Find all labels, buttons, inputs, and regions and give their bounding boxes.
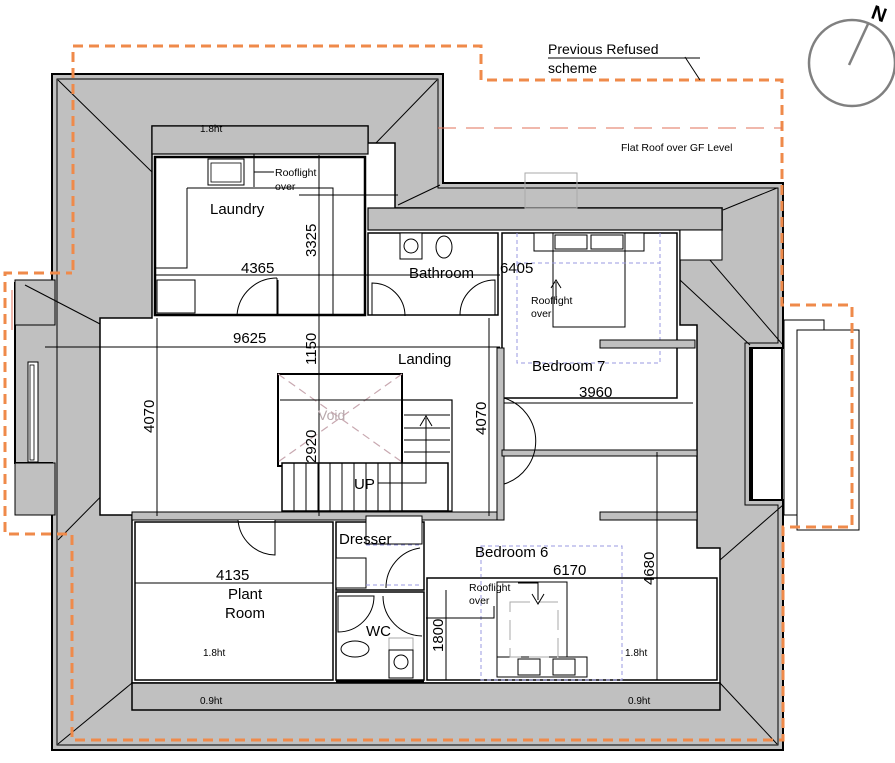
room-label-bedroom-6: Bedroom 6 xyxy=(475,544,548,561)
rooflight-bed7-2: over xyxy=(531,308,552,320)
room-label-dresser: Dresser xyxy=(339,531,392,548)
room-label-plant: Plant xyxy=(228,586,263,603)
height-note-eaves-left: 0.9ht xyxy=(200,696,222,707)
compass-north-label: N xyxy=(868,2,889,28)
dim-landing-width: 9625 xyxy=(233,330,266,347)
room-label-wc: WC xyxy=(366,623,391,640)
dim-laundry-width: 4365 xyxy=(241,260,274,277)
legend-previous-refused: Previous Refused xyxy=(548,41,659,57)
room-label-bedroom-7: Bedroom 7 xyxy=(532,358,605,375)
dim-bedroom6-width: 6170 xyxy=(553,562,586,579)
rooflight-bed6-2: over xyxy=(469,595,490,607)
height-note-bed6: 1.8ht xyxy=(625,648,647,659)
height-note-laundry: 1.8ht xyxy=(200,124,222,135)
dim-bedroom6-alcove: 1800 xyxy=(430,619,447,652)
dim-landing-right: 4070 xyxy=(473,402,490,435)
dim-landing-gap: 1150 xyxy=(303,333,320,365)
landing xyxy=(131,347,698,556)
room-label-bathroom: Bathroom xyxy=(409,265,474,282)
room-label-landing: Landing xyxy=(398,351,451,368)
bedroom-7 xyxy=(501,172,696,399)
room-label-room: Room xyxy=(225,605,265,622)
height-note-plant: 1.8ht xyxy=(203,648,225,659)
dim-laundry-height: 3325 xyxy=(303,224,320,257)
dimension-lines xyxy=(45,155,717,680)
rooflight-bed7-1: Rooflight xyxy=(531,295,573,307)
bathroom xyxy=(367,232,499,317)
rooflight-laundry-1: Rooflight xyxy=(275,167,317,179)
lower-rooms xyxy=(134,515,425,684)
stairs-up-label: UP xyxy=(354,476,375,493)
flat-roof-label: Flat Roof over GF Level xyxy=(621,142,732,154)
dim-void-height: 2920 xyxy=(303,430,320,463)
void-label: Void xyxy=(318,407,345,423)
previous-refused-outline xyxy=(3,44,854,742)
laundry-room xyxy=(153,154,398,317)
room-label-laundry: Laundry xyxy=(210,201,265,218)
rooflight-bed6-1: Rooflight xyxy=(469,582,511,594)
height-note-eaves-right: 0.9ht xyxy=(628,696,650,707)
dim-landing-left: 4070 xyxy=(141,400,158,433)
bedroom-6 xyxy=(426,545,718,681)
dim-bedroom7-width: 3960 xyxy=(579,384,612,401)
north-arrow-icon xyxy=(807,18,895,108)
dim-plant-width: 4135 xyxy=(216,567,249,584)
rooflight-laundry-2: over xyxy=(275,181,296,193)
interior-floor xyxy=(99,125,723,711)
dim-bedroom6-height: 4680 xyxy=(641,552,658,585)
dim-bedroom7-span: 6405 xyxy=(500,260,533,277)
legend-scheme: scheme xyxy=(548,60,597,76)
